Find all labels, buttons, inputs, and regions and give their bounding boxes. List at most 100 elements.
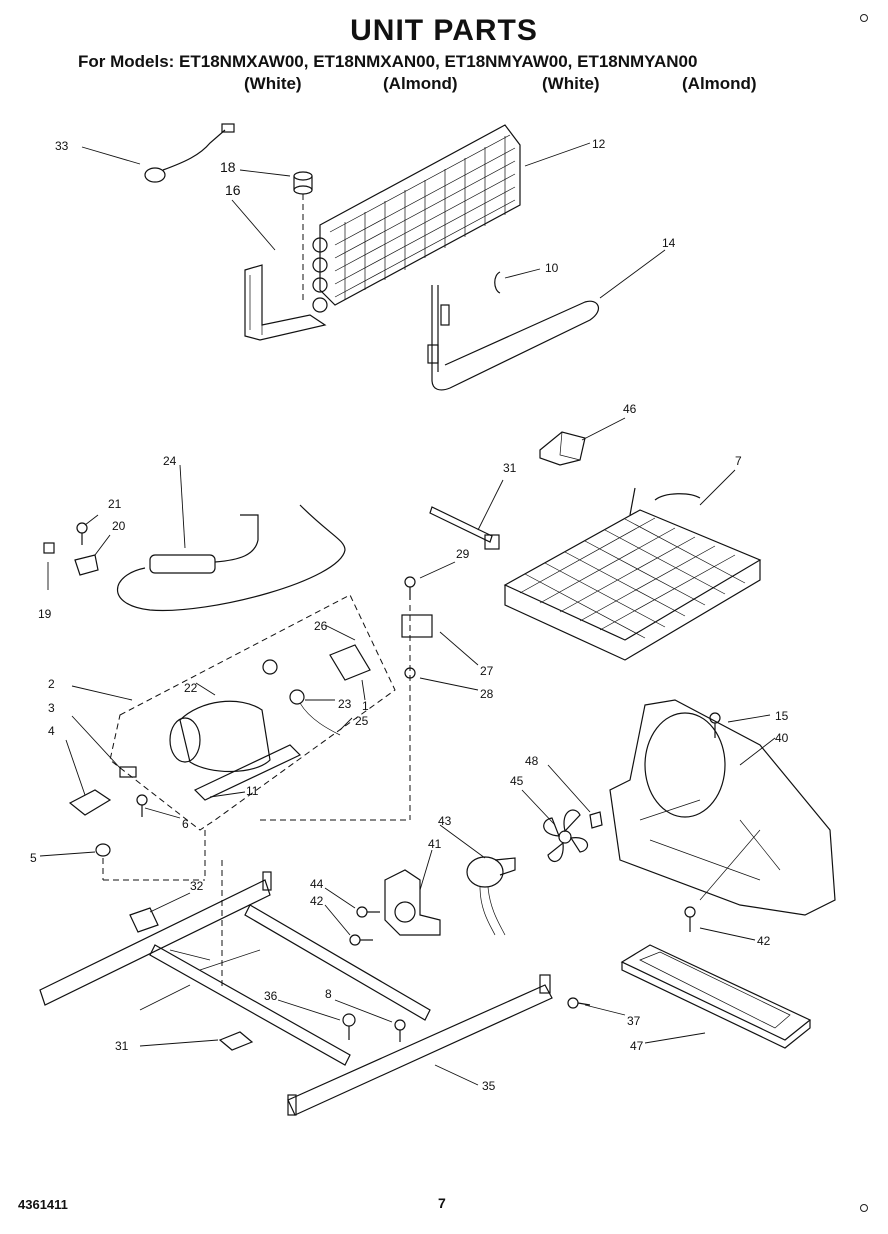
part-18-grommet bbox=[293, 171, 313, 195]
leader-44 bbox=[324, 887, 356, 909]
part-10-clip bbox=[494, 271, 501, 294]
leader-3 bbox=[71, 715, 121, 769]
document-number: 4361411 bbox=[18, 1197, 68, 1212]
callout-41: 41 bbox=[428, 837, 442, 851]
leader-7 bbox=[699, 469, 736, 506]
callout-2: 2 bbox=[48, 677, 55, 691]
part-48-clip bbox=[589, 811, 603, 829]
model-color-1: (White) bbox=[244, 74, 302, 93]
leader-36 bbox=[277, 999, 341, 1021]
leader-15 bbox=[727, 714, 771, 723]
callout-11: 11 bbox=[246, 784, 259, 798]
part-7-evaporator bbox=[503, 487, 762, 661]
callout-15: 15 bbox=[775, 709, 789, 723]
leader-20 bbox=[94, 534, 111, 556]
callout-44: 44 bbox=[310, 877, 324, 891]
part-32-clip bbox=[129, 907, 159, 933]
leader-12 bbox=[524, 142, 591, 167]
page-title: UNIT PARTS bbox=[350, 14, 538, 47]
leader-2 bbox=[71, 685, 133, 701]
part-15-screw bbox=[709, 712, 721, 738]
callout-35: 35 bbox=[482, 1079, 496, 1093]
leader-33 bbox=[81, 146, 141, 165]
leader-10 bbox=[504, 268, 541, 279]
leader-14 bbox=[599, 249, 666, 299]
leader-22 bbox=[195, 682, 216, 696]
leader-1 bbox=[361, 679, 366, 701]
part-27-relay bbox=[401, 614, 433, 638]
part-12-condenser bbox=[312, 124, 521, 313]
leader-40 bbox=[739, 737, 776, 766]
callout-48: 48 bbox=[525, 754, 539, 768]
callout-43: 43 bbox=[438, 814, 452, 828]
part-21-screw bbox=[76, 522, 88, 545]
part-3-bolt bbox=[119, 766, 137, 778]
part-31-bracket bbox=[218, 1031, 254, 1051]
callout-21: 21 bbox=[108, 497, 122, 511]
callout-33: 33 bbox=[55, 139, 69, 153]
leader-18 bbox=[239, 169, 291, 177]
part-45-fan-blade bbox=[543, 809, 589, 862]
part-37-screw bbox=[567, 997, 591, 1009]
part-20-clamp bbox=[74, 554, 99, 576]
callout-36: 36 bbox=[264, 989, 278, 1003]
leader-37 bbox=[584, 1004, 626, 1016]
callout-8: 8 bbox=[325, 987, 332, 1001]
part-8-screw bbox=[394, 1019, 406, 1042]
callout-46: 46 bbox=[623, 402, 637, 416]
leader-41 bbox=[419, 849, 433, 891]
part-41-motor-bracket bbox=[384, 869, 441, 936]
part-5-grommet bbox=[95, 843, 111, 857]
part-35-rail bbox=[287, 974, 553, 1116]
part-compressor bbox=[169, 644, 371, 801]
part-36-screw bbox=[342, 1013, 356, 1040]
part-43-fan-motor bbox=[466, 856, 516, 936]
leader-46 bbox=[581, 417, 626, 441]
leader-29 bbox=[419, 561, 456, 579]
callout-6: 6 bbox=[182, 817, 189, 831]
callout-16: 16 bbox=[225, 182, 241, 198]
callout-7: 7 bbox=[735, 454, 742, 468]
leader-43 bbox=[439, 824, 486, 859]
leader-35 bbox=[434, 1064, 479, 1086]
part-19-cap bbox=[43, 542, 55, 554]
leader-5 bbox=[39, 851, 96, 857]
callout-37: 37 bbox=[627, 1014, 641, 1028]
callout-4: 4 bbox=[48, 724, 55, 738]
callout-24: 24 bbox=[163, 454, 177, 468]
part-46-block bbox=[539, 431, 586, 466]
callout-40: 40 bbox=[775, 731, 789, 745]
callout-3: 3 bbox=[48, 701, 55, 715]
callout-45: 45 bbox=[510, 774, 524, 788]
callout-47: 47 bbox=[630, 1039, 644, 1053]
leader-25 bbox=[339, 717, 353, 731]
leader-21 bbox=[84, 514, 99, 526]
leader-45 bbox=[521, 789, 556, 826]
part-42-screw bbox=[684, 906, 696, 932]
leader-24 bbox=[179, 464, 186, 549]
callout-32: 32 bbox=[190, 879, 204, 893]
registration-mark bbox=[860, 14, 868, 22]
part-24-drier bbox=[117, 504, 346, 612]
leader-42 bbox=[699, 927, 756, 941]
page-number: 7 bbox=[438, 1195, 446, 1211]
callout-20: 20 bbox=[112, 519, 126, 533]
callout-5: 5 bbox=[30, 851, 37, 865]
callout-31a: 31 bbox=[503, 461, 517, 475]
part-base-frame bbox=[39, 871, 431, 1066]
leader-32 bbox=[149, 892, 191, 913]
model-color-3: (White) bbox=[542, 74, 600, 93]
part-4-bracket bbox=[68, 789, 112, 816]
leader-27 bbox=[439, 631, 479, 666]
part-6-screw bbox=[136, 794, 148, 817]
callout-42a: 42 bbox=[310, 894, 324, 908]
callout-14: 14 bbox=[662, 236, 676, 250]
callout-22: 22 bbox=[184, 681, 198, 695]
part-40-shroud bbox=[609, 699, 836, 916]
callout-23: 23 bbox=[338, 697, 352, 711]
callout-29: 29 bbox=[456, 547, 470, 561]
part-16-bracket bbox=[244, 264, 327, 341]
part-28-grommet bbox=[404, 667, 416, 679]
part-47-drain-pan bbox=[620, 944, 812, 1049]
